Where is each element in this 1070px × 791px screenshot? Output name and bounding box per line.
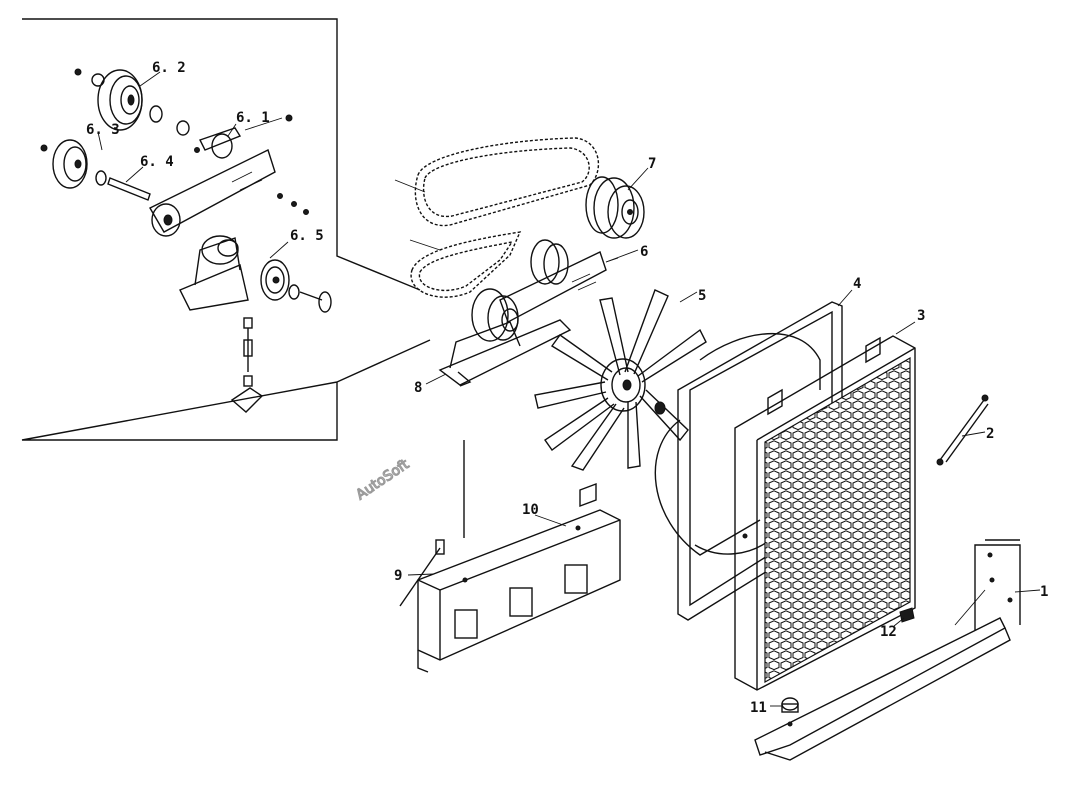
part-labels: 1 2 3 4 5 6 7 8 9 10 11 12 6. 1 6. 2 6. … bbox=[86, 60, 1048, 716]
label-8: 8 bbox=[414, 380, 422, 396]
label-2: 2 bbox=[986, 426, 994, 442]
watermark-text: AutoSoft bbox=[353, 456, 412, 503]
label-9: 9 bbox=[394, 568, 402, 584]
label-6: 6 bbox=[640, 244, 648, 260]
drive-belts-7 bbox=[394, 137, 600, 298]
base-bracket-8 bbox=[438, 319, 572, 387]
crank-pulley-7 bbox=[585, 176, 645, 239]
pulley-6-2 bbox=[74, 68, 190, 136]
leader-lines bbox=[97, 71, 1041, 707]
radiator-core-3 bbox=[734, 335, 916, 691]
label-6-3: 6. 3 bbox=[86, 122, 120, 138]
label-12: 12 bbox=[880, 624, 897, 640]
adjusting-rod bbox=[230, 317, 264, 413]
shaft-6-4 bbox=[107, 177, 151, 201]
label-11: 11 bbox=[750, 700, 767, 716]
label-6-5: 6. 5 bbox=[290, 228, 324, 244]
label-6-2: 6. 2 bbox=[152, 60, 186, 76]
label-4: 4 bbox=[853, 276, 861, 292]
bearing-bracket-6-5 bbox=[179, 235, 332, 313]
label-3: 3 bbox=[917, 308, 925, 324]
label-10: 10 bbox=[522, 502, 539, 518]
lower-support-1 bbox=[754, 539, 1021, 761]
pulley-6-3 bbox=[40, 139, 107, 189]
label-6-1: 6. 1 bbox=[236, 110, 270, 126]
mounting-frame-10 bbox=[417, 482, 621, 673]
cooling-fan-5 bbox=[534, 289, 707, 471]
label-6-4: 6. 4 bbox=[140, 154, 174, 170]
detail-inset-box bbox=[21, 18, 431, 441]
tensioner-arm bbox=[149, 149, 309, 237]
adjusting-rod-9 bbox=[399, 440, 465, 607]
label-1: 1 bbox=[1040, 584, 1048, 600]
stay-rod-2 bbox=[936, 394, 989, 466]
shaft-6-1 bbox=[194, 114, 293, 159]
label-5: 5 bbox=[698, 288, 706, 304]
rubber-mount-11 bbox=[781, 697, 799, 727]
label-7: 7 bbox=[648, 156, 656, 172]
